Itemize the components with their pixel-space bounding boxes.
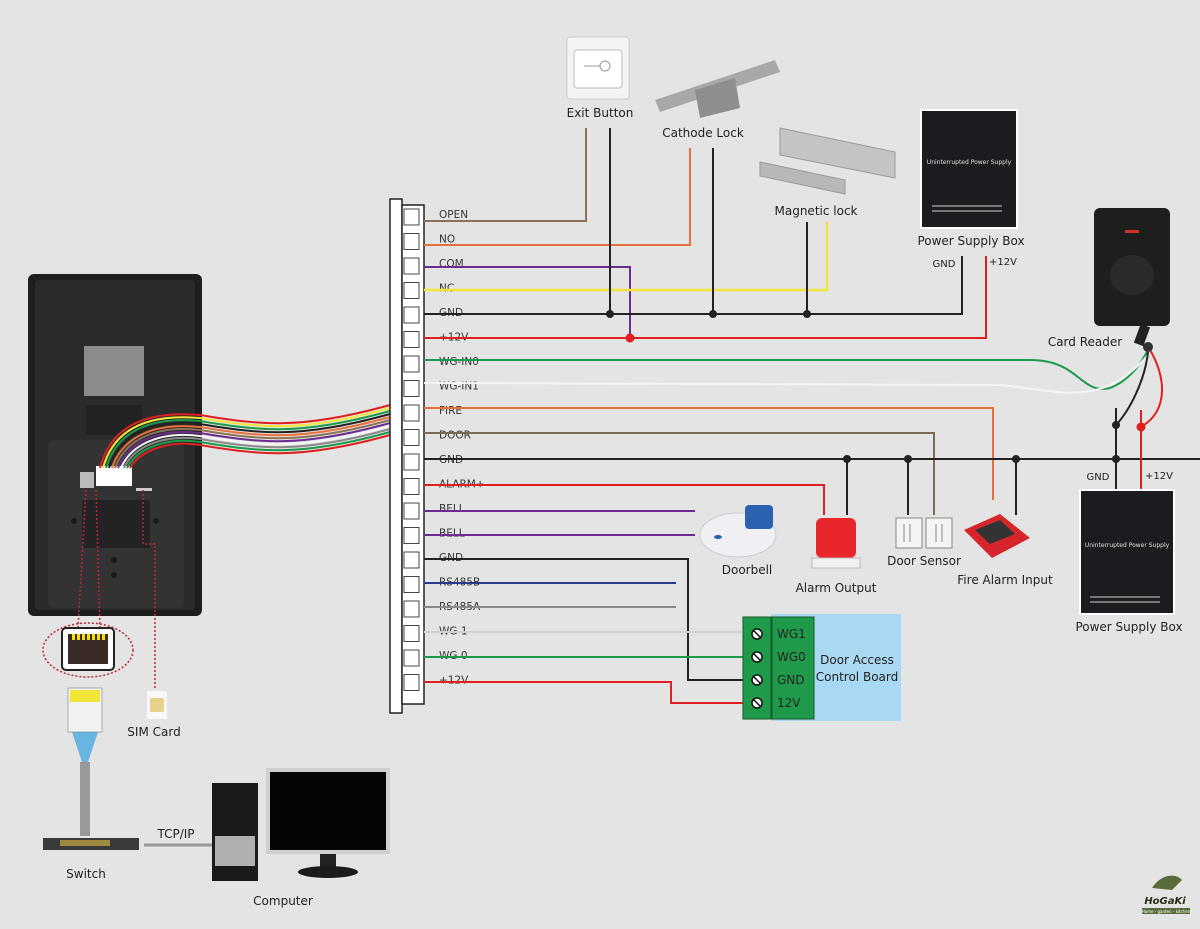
svg-text:Home - garden - kitchen: Home - garden - kitchen <box>1142 909 1191 914</box>
terminal-pin-label: FIRE <box>439 405 462 417</box>
svg-text:Uninterrupted Power Supply: Uninterrupted Power Supply <box>927 159 1012 166</box>
ribbon-cable <box>99 404 391 469</box>
terminal-pin-label: BELL <box>439 528 465 540</box>
door-sensor-label: Door Sensor <box>887 554 961 568</box>
sim-card-label: SIM Card <box>127 725 180 739</box>
wire-com <box>424 266 631 338</box>
psu-right-12v-label: +12V <box>1145 471 1173 482</box>
terminal-screw-cell <box>403 600 420 618</box>
terminal-screw-cell <box>403 576 420 593</box>
power-supply-right-label: Power Supply Box <box>1075 620 1182 634</box>
sim-card-icon <box>147 691 167 719</box>
board-label-line1: Door Access <box>820 653 894 667</box>
terminal-screw-cell <box>403 453 420 471</box>
board-label-line2: Control Board <box>816 670 898 684</box>
wire-wg-in1 <box>423 354 1149 394</box>
computer-label: Computer <box>253 894 313 908</box>
terminal-screw-cell <box>403 233 420 250</box>
wire-12v-2 <box>424 681 745 704</box>
wire-open <box>424 128 587 222</box>
access-terminal-device <box>28 274 202 616</box>
fire-alarm-label: Fire Alarm Input <box>957 573 1053 587</box>
terminal-screw-cell <box>403 478 420 495</box>
psu-top-gnd-label: GND <box>933 259 956 270</box>
terminal-screw-cell <box>403 404 420 422</box>
wire-gnd-1 <box>424 256 963 315</box>
terminal-screw-cell <box>403 282 420 299</box>
wire-12v-1 <box>424 256 987 339</box>
tcp-ip-label: TCP/IP <box>156 827 194 841</box>
junction-dots <box>606 310 1146 463</box>
terminal-screw-cell <box>403 331 420 348</box>
terminal-screw-cell <box>403 380 420 397</box>
doorbell-icon <box>699 505 777 558</box>
rj45-plug-icon <box>67 687 103 836</box>
terminal-pin-label: COM <box>439 258 464 270</box>
cathode-lock-label: Cathode Lock <box>662 126 744 140</box>
fire-alarm-icon <box>964 514 1030 558</box>
board-pin-gnd: GND <box>777 673 805 687</box>
terminal-screw-cell <box>403 355 420 373</box>
terminal-pin-label: WG-IN0 <box>439 356 479 368</box>
board-pin-12v: 12V <box>777 696 801 710</box>
power-supply-box-right-icon: Uninterrupted Power Supply <box>1079 489 1175 615</box>
psu-right-gnd-label: GND <box>1087 472 1110 483</box>
card-reader-label: Card Reader <box>1048 335 1122 349</box>
card-reader-icon <box>1094 208 1170 352</box>
wire-no <box>424 148 691 246</box>
board-pin-wg0: WG0 <box>777 650 806 664</box>
wire-alarm <box>424 484 825 515</box>
terminal-screw-cell <box>403 527 420 544</box>
terminal-screw-cell <box>403 649 420 667</box>
wire-nc <box>424 222 829 292</box>
terminal-pin-label: OPEN <box>439 209 468 221</box>
terminal-screw-cell <box>403 306 420 324</box>
door-access-control-board <box>742 614 901 721</box>
door-sensor-icon <box>895 517 953 549</box>
power-supply-box-top-icon: Uninterrupted Power Supply <box>920 109 1018 229</box>
terminal-pin-label: DOOR <box>439 430 471 442</box>
wire-fire <box>424 407 994 500</box>
svg-text:Uninterrupted Power Supply: Uninterrupted Power Supply <box>1085 542 1170 549</box>
magnetic-lock-label: Magnetic lock <box>775 204 858 218</box>
exit-button-label: Exit Button <box>567 106 634 120</box>
wire-door <box>424 432 935 515</box>
magnetic-lock-icon <box>759 127 896 195</box>
network-switch-icon <box>43 838 139 850</box>
terminal-screw-cell <box>403 502 420 520</box>
wire-reader-12v <box>1140 349 1163 428</box>
switch-label: Switch <box>66 867 106 881</box>
terminal-screw-cell <box>403 208 420 226</box>
alarm-output-label: Alarm Output <box>796 581 877 595</box>
rj45-port-icon <box>61 627 115 671</box>
cathode-lock-icon <box>655 60 780 118</box>
terminal-screw-cell <box>403 674 420 691</box>
terminal-screw-cell <box>403 551 420 569</box>
svg-text:HoGaKi: HoGaKi <box>1144 896 1186 907</box>
alarm-output-icon <box>811 518 861 569</box>
terminal-screw-cell <box>403 429 420 446</box>
wire-reader-gnd <box>1115 351 1149 426</box>
terminal-pin-label: NO <box>439 234 455 246</box>
terminal-pin-label: +12V <box>439 675 469 687</box>
hogaki-logo: HoGaKi Home - garden - kitchen <box>1142 875 1191 914</box>
psu-top-12v-label: +12V <box>989 257 1017 268</box>
terminal-pin-label: BELL <box>439 503 465 515</box>
wire-gnd-3 <box>424 558 745 681</box>
callout-lines <box>42 489 156 690</box>
power-supply-top-label: Power Supply Box <box>917 234 1024 248</box>
terminal-screw-cell <box>403 625 420 642</box>
terminal-screw-cell <box>403 257 420 275</box>
exit-button-icon <box>566 36 630 100</box>
wires <box>423 128 1200 704</box>
board-pin-wg1: WG1 <box>777 627 806 641</box>
doorbell-label: Doorbell <box>722 563 773 577</box>
terminal-pin-label: NC <box>439 283 454 295</box>
computer-icon <box>212 768 390 881</box>
